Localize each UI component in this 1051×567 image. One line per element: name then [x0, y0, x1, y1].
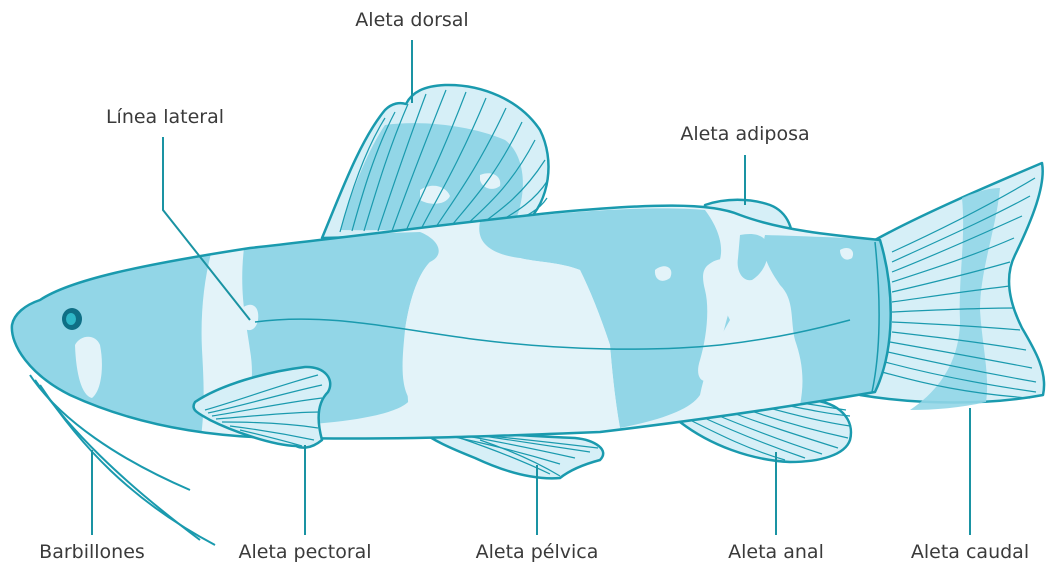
fish-body — [0, 206, 900, 445]
label-pelvic-fin: Aleta pélvica — [476, 543, 599, 562]
label-barbels: Barbillones — [39, 543, 145, 562]
label-anal-fin: Aleta anal — [728, 543, 824, 562]
dorsal-fin — [322, 85, 548, 238]
label-pectoral-fin: Aleta pectoral — [238, 543, 371, 562]
eye — [62, 308, 82, 330]
label-adipose-fin: Aleta adiposa — [680, 125, 809, 144]
label-dorsal-fin: Aleta dorsal — [355, 11, 468, 30]
label-lateral-line: Línea lateral — [106, 108, 224, 127]
label-caudal-fin: Aleta caudal — [911, 543, 1029, 562]
